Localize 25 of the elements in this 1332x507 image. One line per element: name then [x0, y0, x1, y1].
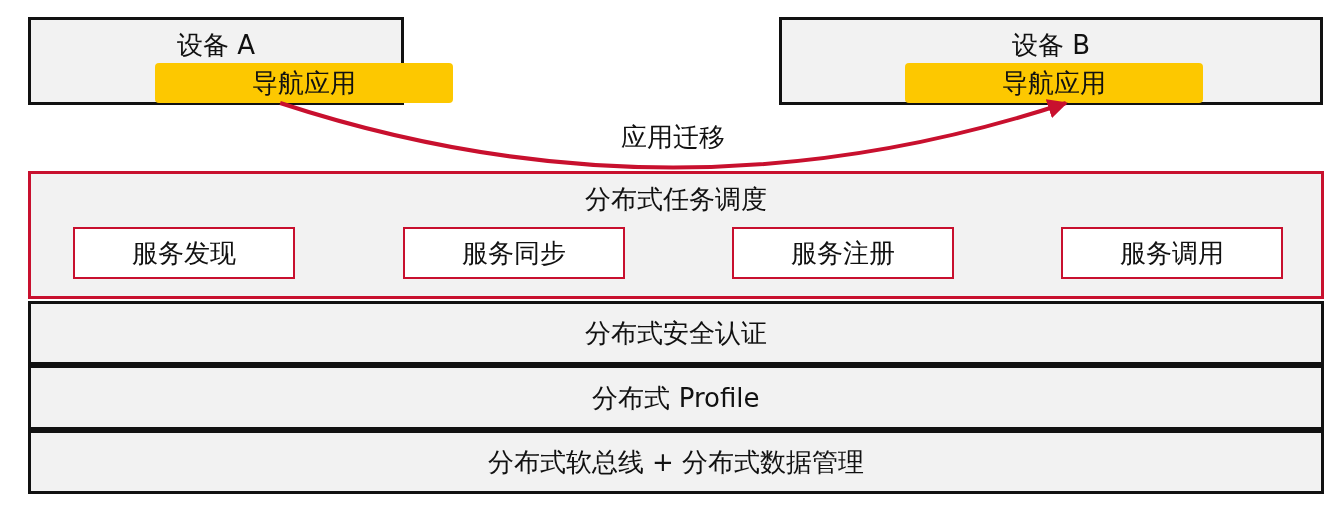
layer-band [28, 365, 1324, 430]
label: 服务发现 [132, 238, 236, 268]
heading: 分布式任务调度 [585, 184, 767, 214]
edge-label: 应用迁移 [621, 122, 726, 152]
app-box [905, 63, 1203, 103]
layer-band [28, 301, 1324, 365]
service-box [732, 227, 954, 279]
label: 服务同步 [462, 238, 566, 268]
service-box [73, 227, 295, 279]
arrow [279, 98, 1068, 170]
scheduler-panel [28, 171, 1324, 299]
heading: 设备 B [1011, 30, 1091, 60]
label: 服务注册 [791, 238, 895, 268]
label: 服务调用 [1120, 238, 1224, 268]
layer-band [28, 430, 1324, 494]
heading: 设备 A [176, 30, 256, 60]
app-box [155, 63, 453, 103]
label: 分布式 Profile [592, 382, 760, 413]
device-box [779, 17, 1323, 105]
label: 分布式软总线 + 分布式数据管理 [487, 447, 865, 477]
label: 导航应用 [252, 68, 356, 98]
service-box [403, 227, 625, 279]
label: 导航应用 [1002, 68, 1106, 98]
label: 分布式安全认证 [585, 318, 767, 348]
service-box [1061, 227, 1283, 279]
